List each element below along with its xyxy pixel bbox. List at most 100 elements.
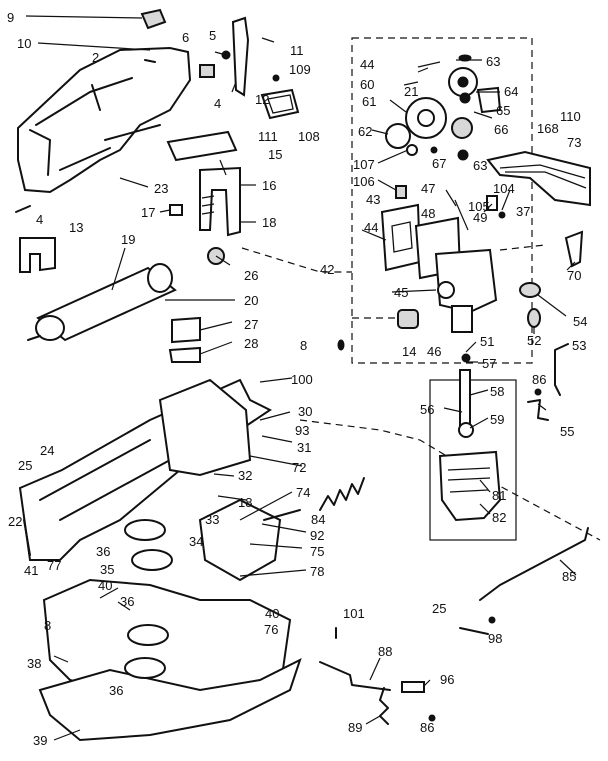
rod-part — [554, 343, 569, 396]
nut-part — [406, 144, 418, 156]
part-label: 55 — [560, 424, 574, 439]
part-label: 100 — [291, 372, 313, 387]
leader-lines — [25, 15, 577, 741]
part-label: 33 — [205, 512, 219, 527]
part-label: 8 — [44, 618, 51, 633]
part-label: 73 — [567, 135, 581, 150]
part-label: 81 — [492, 488, 506, 503]
washer-part — [272, 74, 280, 82]
tube-lines — [499, 164, 587, 189]
gear-small — [451, 117, 473, 139]
fitting-part — [486, 195, 498, 211]
part-label: 111 — [258, 129, 278, 144]
part-label: 65 — [496, 103, 510, 118]
part-label: 9 — [7, 10, 14, 25]
part-label: 53 — [572, 338, 586, 353]
part-label: 59 — [490, 412, 504, 427]
dashed-guide-line — [241, 247, 352, 273]
frame-detail — [23, 439, 171, 556]
part-label: 41 — [24, 563, 38, 578]
fitting-part — [395, 185, 407, 199]
clip-part — [564, 230, 584, 268]
spacer-part — [459, 92, 471, 104]
part-label: 57 — [482, 356, 496, 371]
part-label: 108 — [298, 129, 320, 144]
part-label: 86 — [420, 720, 434, 735]
block-part — [171, 316, 201, 344]
link-part — [527, 399, 549, 421]
bushing-part — [397, 309, 419, 329]
part-label: 20 — [244, 293, 258, 308]
dashed-guide-line — [299, 419, 601, 541]
part-label: 61 — [362, 94, 376, 109]
part-label: 63 — [486, 54, 500, 69]
part-label: 51 — [480, 334, 494, 349]
part-label: 26 — [244, 268, 258, 283]
screw-part — [15, 205, 31, 213]
pin-part — [454, 199, 469, 231]
spring-coils — [201, 195, 215, 215]
gasket-detail — [391, 221, 413, 253]
part-label: 52 — [527, 333, 541, 348]
part-label: 93 — [295, 423, 309, 438]
part-label: 86 — [532, 372, 546, 387]
part-label: 76 — [264, 622, 278, 637]
part-label: 25 — [18, 458, 32, 473]
part-label: 70 — [567, 268, 581, 283]
part-label: 16 — [262, 178, 276, 193]
part-label: 66 — [494, 122, 508, 137]
lower-valve-group-box — [429, 379, 517, 541]
part-label: 44 — [364, 220, 378, 235]
pin-part — [428, 714, 436, 722]
part-label: 104 — [493, 181, 515, 196]
part-label: 18 — [238, 495, 252, 510]
lower-valve-assembly — [438, 450, 502, 522]
part-label: 46 — [427, 344, 441, 359]
stem-part — [451, 305, 473, 333]
part-label: 6 — [182, 30, 189, 45]
bracket-part — [198, 498, 282, 582]
washer-part — [457, 149, 469, 161]
part-label: 4 — [214, 96, 221, 111]
part-label: 40 — [98, 578, 112, 593]
fitting-part — [519, 282, 541, 298]
part-label: 30 — [298, 404, 312, 419]
spring-part — [379, 687, 389, 725]
ring-part — [124, 657, 166, 679]
part-label: 44 — [360, 57, 374, 72]
part-label: 45 — [394, 285, 408, 300]
bottom-plate — [38, 658, 302, 742]
part-label: 72 — [292, 460, 306, 475]
pin-part — [337, 339, 345, 351]
part-label: 25 — [432, 601, 446, 616]
rod-part — [479, 527, 589, 601]
part-label: 56 — [420, 402, 434, 417]
upper-valve-group-box — [351, 37, 533, 364]
part-label: 89 — [348, 720, 362, 735]
part-label: 107 — [353, 157, 375, 172]
washer-part — [461, 353, 471, 363]
fitting-part — [527, 308, 541, 328]
plate-detail — [267, 94, 294, 114]
part-label: 47 — [421, 181, 435, 196]
cover-part — [166, 130, 238, 162]
part-label: 35 — [100, 562, 114, 577]
part-label: 62 — [358, 124, 372, 139]
shaft-part — [27, 335, 41, 341]
part-label: 82 — [492, 510, 506, 525]
part-label: 5 — [209, 28, 216, 43]
part-label: 74 — [296, 485, 310, 500]
washer-part — [498, 211, 506, 219]
part-label: 168 — [537, 121, 559, 136]
clip-part — [19, 237, 56, 273]
part-label: 92 — [310, 528, 324, 543]
cap-part — [140, 8, 167, 30]
part-label: 15 — [268, 147, 282, 162]
pin-part — [459, 627, 489, 635]
block-part — [169, 204, 183, 216]
part-label: 110 — [560, 109, 581, 124]
valve-core — [417, 109, 435, 127]
roller-end — [35, 315, 65, 341]
ring-part — [127, 624, 169, 646]
ring-part — [131, 549, 173, 571]
